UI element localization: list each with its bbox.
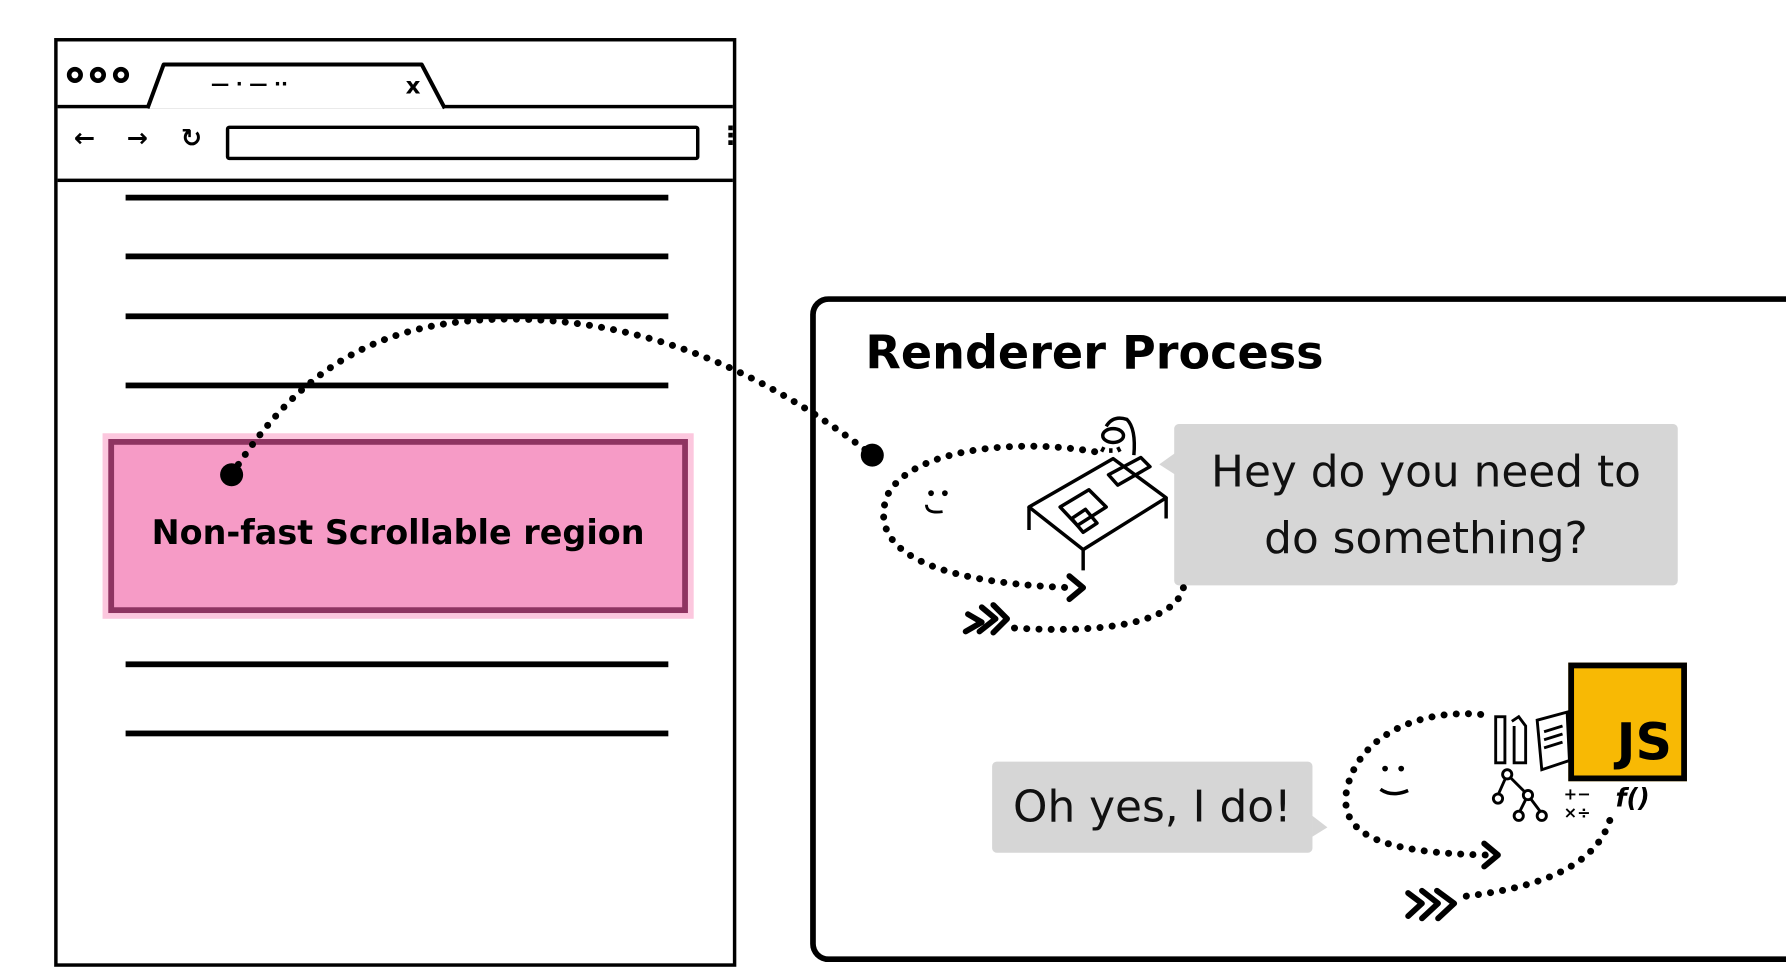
kebab-menu-icon[interactable]: ⋮ bbox=[717, 122, 744, 151]
reload-icon[interactable]: ↻ bbox=[180, 124, 203, 154]
window-close-icon[interactable] bbox=[66, 66, 83, 83]
browser-window: — · — ·· x ← → ↻ ⋮ Non-fast Scrollable r… bbox=[54, 38, 743, 967]
tab-title: — · — ·· bbox=[211, 74, 288, 95]
content-line bbox=[125, 313, 669, 320]
main-thread-speech-bubble: Oh yes, I do! bbox=[992, 761, 1313, 853]
content-line bbox=[125, 194, 669, 201]
content-line bbox=[125, 253, 669, 260]
renderer-process-box: Renderer Process bbox=[810, 296, 1786, 963]
back-arrow-icon[interactable]: ← bbox=[73, 124, 95, 154]
window-minimize-icon[interactable] bbox=[89, 66, 107, 83]
forward-arrow-icon[interactable]: → bbox=[126, 124, 148, 154]
tab-bar: — · — ·· x bbox=[57, 41, 733, 110]
browser-toolbar: ← → ↻ ⋮ bbox=[57, 108, 743, 183]
address-bar[interactable] bbox=[225, 125, 700, 161]
renderer-title: Renderer Process bbox=[865, 327, 1324, 381]
speech-line: do something? bbox=[1264, 512, 1588, 564]
content-line bbox=[125, 730, 669, 737]
window-controls bbox=[66, 66, 130, 83]
content-line bbox=[125, 382, 669, 389]
non-fast-scrollable-region[interactable]: Non-fast Scrollable region bbox=[108, 439, 688, 614]
browser-tab[interactable]: — · — ·· x bbox=[145, 61, 452, 110]
content-line bbox=[125, 661, 669, 668]
compositor-speech-bubble: Hey do you need to do something? bbox=[1174, 424, 1678, 586]
region-label: Non-fast Scrollable region bbox=[151, 512, 645, 552]
javascript-badge: JS bbox=[1568, 662, 1687, 782]
js-label: JS bbox=[1616, 713, 1672, 773]
speech-line: Hey do you need to bbox=[1211, 445, 1641, 497]
window-maximize-icon[interactable] bbox=[112, 66, 130, 83]
tab-close-icon[interactable]: x bbox=[406, 73, 421, 99]
